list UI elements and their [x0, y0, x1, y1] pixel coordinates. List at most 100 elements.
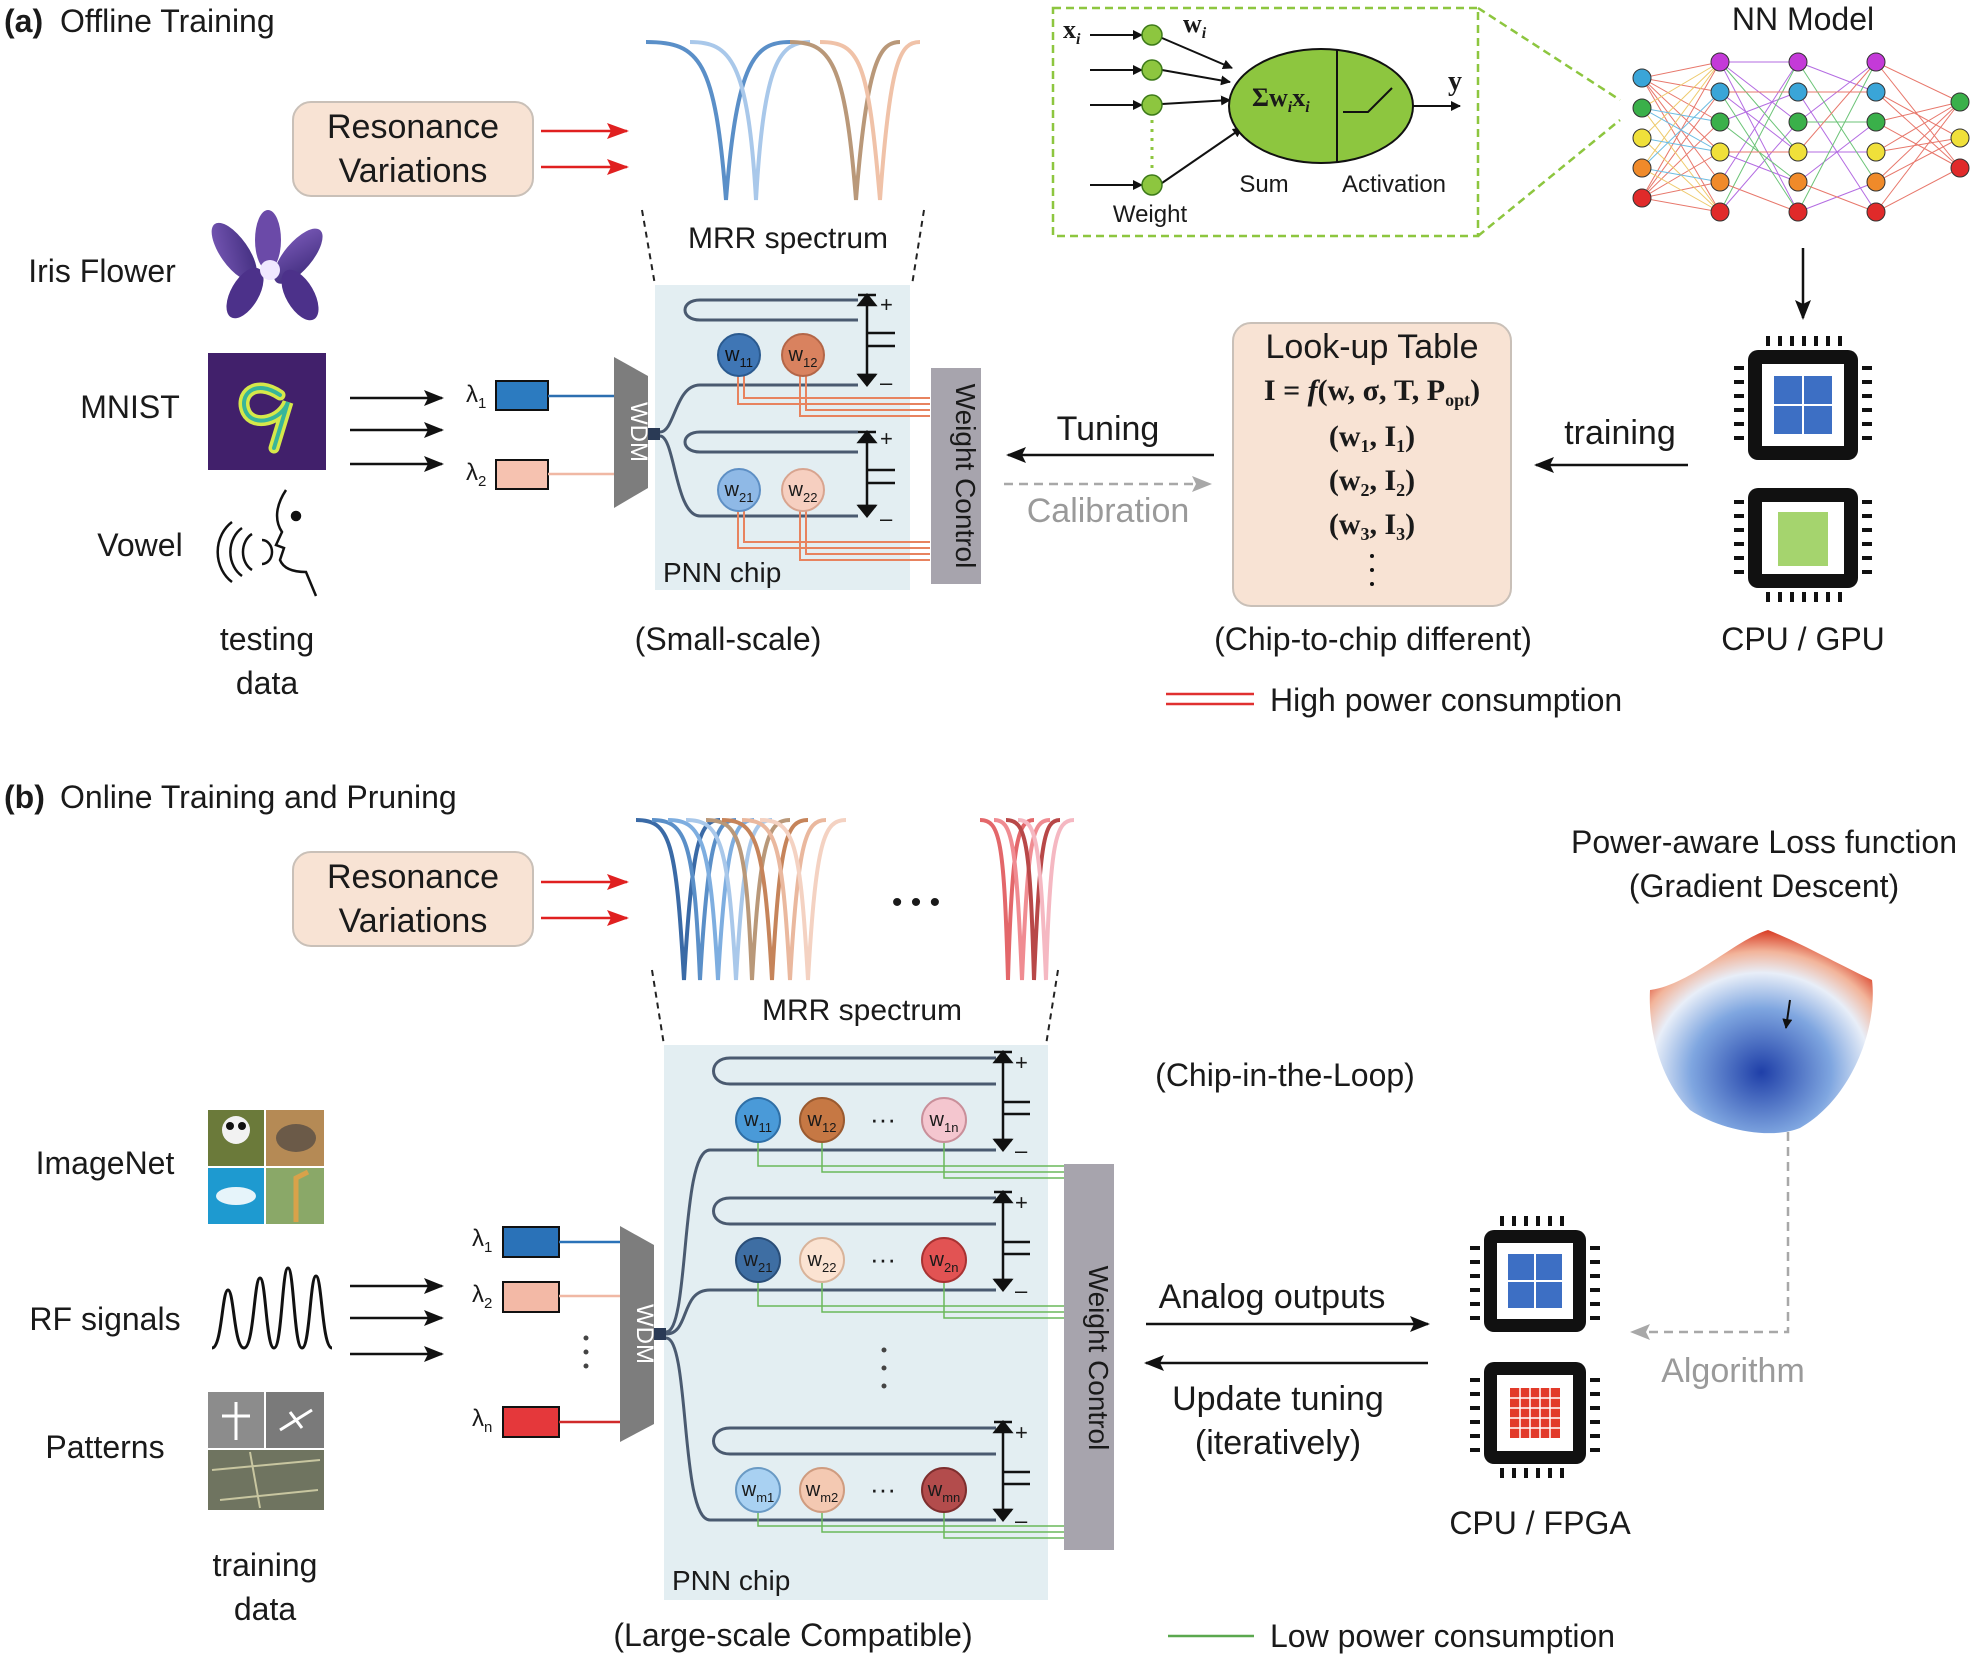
svg-text:+: + — [1015, 1420, 1028, 1445]
svg-text:+: + — [1015, 1050, 1028, 1075]
chip-pins-a — [1734, 336, 1872, 602]
svg-text:Resonance: Resonance — [327, 108, 499, 146]
svg-text:–: – — [880, 370, 893, 395]
svg-text:y: y — [1448, 66, 1462, 97]
svg-text:wm2: wm2 — [805, 1479, 839, 1505]
weight-wm1-b: wm1 — [735, 1467, 781, 1513]
weight-row-2-b: w21 w22 ··· w2n — [735, 1237, 967, 1283]
svg-text:w21: w21 — [724, 479, 754, 505]
svg-text:w21: w21 — [743, 1249, 773, 1275]
loss-title-2: (Gradient Descent) — [1629, 868, 1899, 904]
cpu-chip-icon-b — [1484, 1230, 1586, 1332]
weight-row-1-b: w11 w12 ··· w1n — [735, 1097, 967, 1143]
neuron-model-box: Σwixi xi wi y Weight Sum Activation — [1051, 6, 1621, 238]
control-traces-a — [737, 372, 930, 561]
analog-outputs-label: Analog outputs — [1159, 1278, 1386, 1316]
testing-data-label-2: data — [236, 665, 298, 701]
svg-text:w22: w22 — [788, 479, 818, 505]
photodiodes-b — [992, 1049, 1030, 1523]
svg-text:wi: wi — [1183, 9, 1207, 42]
training-data-label-1: training — [213, 1547, 318, 1583]
vertical-dots-b — [881, 1347, 887, 1389]
svg-text:–: – — [1015, 1508, 1028, 1533]
svg-text:w11: w11 — [743, 1109, 772, 1135]
small-scale-label: (Small-scale) — [635, 621, 822, 657]
weight-row-dots-m: ··· — [870, 1474, 896, 1504]
panel-b-title: Online Training and Pruning — [60, 779, 457, 815]
svg-text:–: – — [1015, 1278, 1028, 1303]
spectrum-zoom-left-b — [651, 969, 665, 1046]
speaking-head-icon — [216, 489, 318, 597]
svg-text:Weight Control: Weight Control — [1083, 1266, 1114, 1451]
svg-text:High power consumption: High power consumption — [1270, 682, 1622, 718]
svg-text:Variations: Variations — [339, 902, 488, 940]
spectrum-ellipsis-b: • • • — [892, 886, 940, 919]
large-scale-label: (Large-scale Compatible) — [613, 1617, 972, 1653]
algorithm-arrow — [1630, 1132, 1790, 1340]
weight-wmn-b: wmn — [921, 1467, 967, 1513]
wdm-a: WDM — [614, 357, 660, 508]
spectrum-zoom-right-b — [1045, 969, 1059, 1046]
svg-text:+: + — [1015, 1190, 1028, 1215]
rf-signal-icon — [211, 1266, 333, 1350]
algorithm-label: Algorithm — [1661, 1352, 1805, 1390]
laser-lambda-1-a: λ1 — [466, 380, 618, 412]
tuning-label: Tuning — [1057, 410, 1160, 448]
waveguides-a — [659, 298, 858, 518]
svg-text:wm1: wm1 — [741, 1479, 775, 1505]
control-traces-b — [757, 1138, 1064, 1539]
svg-text:+: + — [880, 292, 893, 317]
loss-surface-icon — [1649, 930, 1873, 1134]
svg-text:xi: xi — [1063, 15, 1081, 48]
panel-a-title: Offline Training — [60, 3, 275, 39]
svg-text:λn: λn — [472, 1405, 492, 1436]
vowel-label: Vowel — [97, 527, 182, 563]
legend-high-power: High power consumption — [1166, 682, 1622, 718]
weight-w11-b: w11 — [735, 1097, 781, 1143]
svg-text:w12: w12 — [788, 344, 818, 370]
update-tuning-label-2: (iteratively) — [1195, 1424, 1361, 1462]
svg-text:WDM: WDM — [625, 402, 652, 462]
svg-text:–: – — [1015, 1138, 1028, 1163]
rf-signals-label: RF signals — [29, 1301, 180, 1337]
weight-control-a: Weight Control — [931, 368, 981, 584]
update-tuning-label-1: Update tuning — [1172, 1380, 1384, 1418]
svg-text:λ1: λ1 — [472, 1225, 492, 1256]
cpu-chip-icon-a — [1748, 350, 1858, 460]
weight-w2n-b: w2n — [921, 1237, 967, 1283]
svg-text:Variations: Variations — [339, 152, 488, 190]
svg-text:λ2: λ2 — [466, 459, 486, 490]
pnn-chip-b — [664, 1045, 1048, 1600]
svg-text:I = f(w, σ, T, Popt): I = f(w, σ, T, Popt) — [1264, 374, 1480, 410]
svg-text:λ2: λ2 — [472, 1281, 492, 1312]
svg-text:+: + — [880, 426, 893, 451]
pnn-chip-label-a: PNN chip — [663, 557, 781, 588]
weight-w12-a: w12 — [781, 333, 825, 377]
weight-w12-b: w12 — [799, 1097, 845, 1143]
weight-w22-b: w22 — [799, 1237, 845, 1283]
weight-w22-a: w22 — [781, 468, 825, 512]
weight-wm2-b: wm2 — [799, 1467, 845, 1513]
training-label: training — [1564, 414, 1676, 452]
chip-to-chip-label: (Chip-to-chip different) — [1214, 621, 1532, 657]
panel-a-label: (a) — [4, 3, 43, 39]
svg-text:–: – — [880, 506, 893, 531]
iris-flower-icon — [211, 210, 323, 321]
imagenet-thumbnails-icon — [208, 1110, 324, 1224]
calibration-label: Calibration — [1027, 492, 1190, 530]
svg-text:w2n: w2n — [929, 1249, 959, 1275]
chip-in-loop-label: (Chip-in-the-Loop) — [1155, 1057, 1415, 1093]
photodiodes-a — [856, 292, 895, 519]
legend-low-power: Low power consumption — [1168, 1618, 1615, 1654]
svg-text:w11: w11 — [724, 344, 753, 370]
mrr-spectrum-a — [645, 40, 921, 201]
patterns-label: Patterns — [45, 1429, 164, 1465]
svg-text:Σwixi: Σwixi — [1252, 83, 1310, 116]
panel-a: (a) Offline Training Resonance Variation… — [4, 1, 1970, 718]
panel-b: (b) Online Training and Pruning Resonanc… — [4, 779, 1957, 1654]
wdm-b: WDM — [620, 1226, 666, 1442]
laser-lambda-1-b: λ1 — [472, 1225, 620, 1258]
fpga-chip-icon-b — [1484, 1362, 1586, 1464]
weight-row-dots-2: ··· — [870, 1244, 896, 1274]
gpu-chip-icon-a — [1748, 488, 1858, 588]
